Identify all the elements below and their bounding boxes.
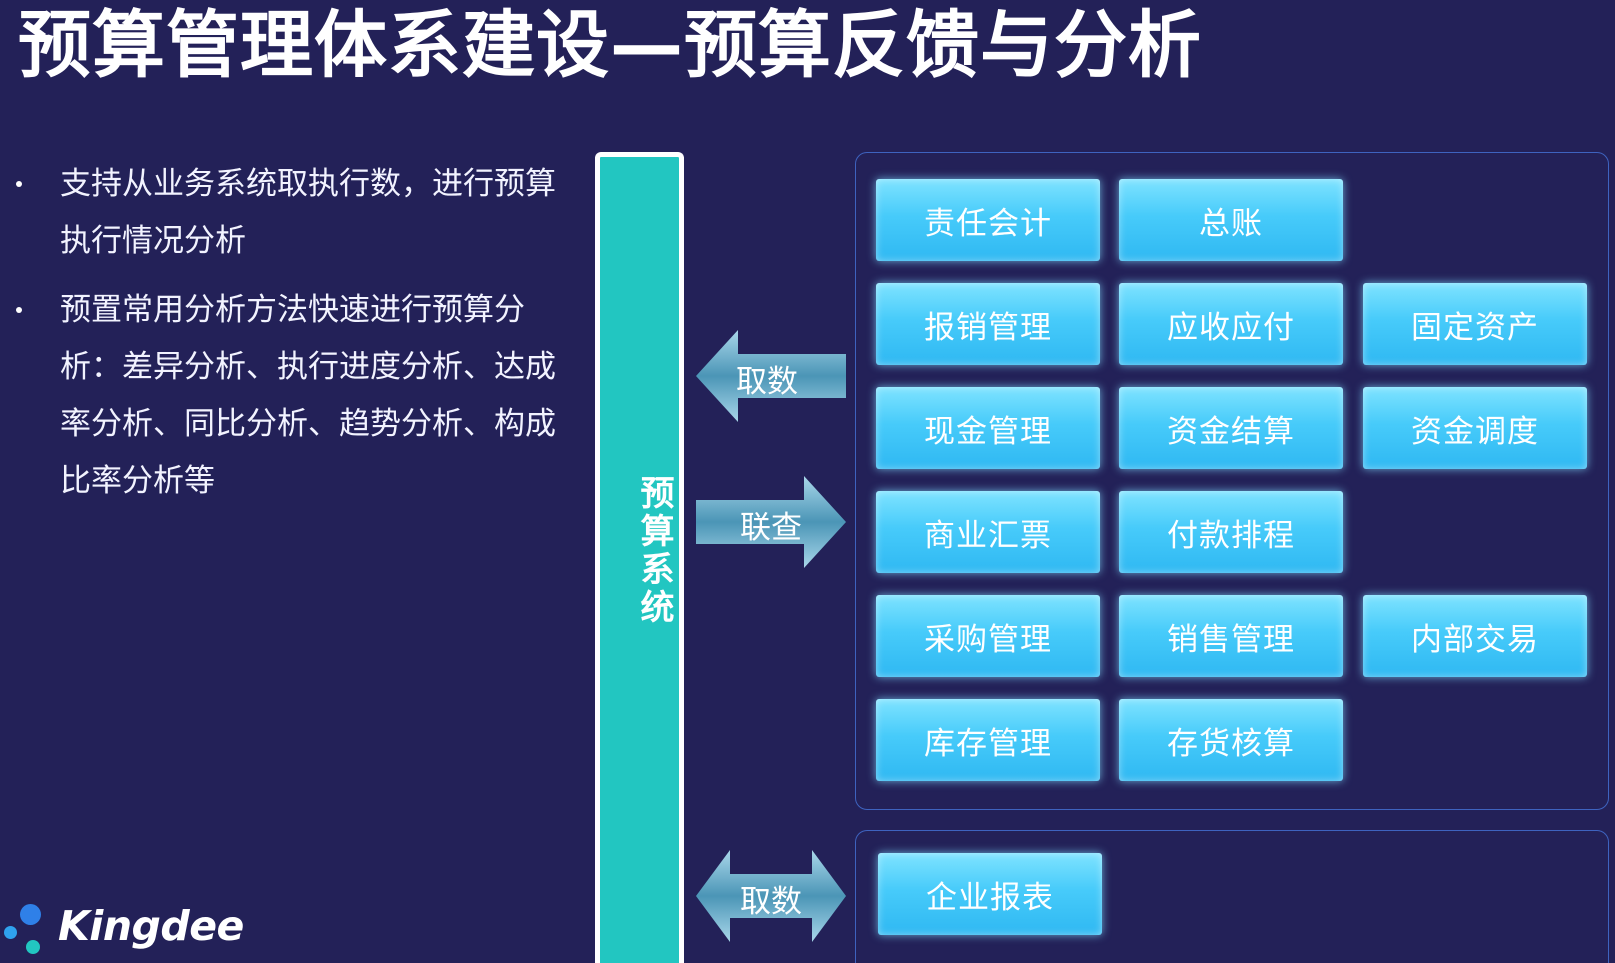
- double-arrow-icon: [696, 850, 846, 942]
- budget-system-label: 预算系统: [634, 475, 674, 627]
- fetch-arrow-double: 取数: [696, 850, 846, 942]
- module-cash-management[interactable]: 现金管理: [876, 387, 1100, 469]
- module-receivable-payable[interactable]: 应收应付: [1119, 283, 1343, 365]
- left-arrow-icon: [696, 330, 846, 422]
- bullet-text: 预置常用分析方法快速进行预算分析：差异分析、执行进度分析、达成率分析、同比分析、…: [60, 292, 556, 499]
- module-expense-management[interactable]: 报销管理: [876, 283, 1100, 365]
- module-internal-transactions[interactable]: 内部交易: [1363, 595, 1587, 677]
- bullet-dot-icon: [16, 307, 22, 313]
- bullet-item: 支持从业务系统取执行数，进行预算执行情况分析: [0, 156, 560, 270]
- fetch-label: 取数: [740, 884, 802, 920]
- module-inventory-management[interactable]: 库存管理: [876, 699, 1100, 781]
- bullet-list: 支持从业务系统取执行数，进行预算执行情况分析 预置常用分析方法快速进行预算分析：…: [0, 156, 560, 522]
- module-commercial-bills[interactable]: 商业汇票: [876, 491, 1100, 573]
- module-enterprise-reports[interactable]: 企业报表: [878, 853, 1102, 935]
- module-responsibility-accounting[interactable]: 责任会计: [876, 179, 1100, 261]
- bullet-dot-icon: [16, 181, 22, 187]
- kingdee-logo: Kingdee: [0, 890, 244, 963]
- logo-dot-icon: [26, 940, 40, 954]
- module-fund-dispatch[interactable]: 资金调度: [1363, 387, 1587, 469]
- report-panel: [855, 830, 1609, 963]
- bullet-text: 支持从业务系统取执行数，进行预算执行情况分析: [60, 166, 556, 259]
- module-purchase-management[interactable]: 采购管理: [876, 595, 1100, 677]
- drill-arrow-right: 联查: [696, 476, 846, 568]
- logo-text: Kingdee: [58, 902, 244, 950]
- drill-label: 联查: [740, 510, 802, 546]
- budget-system-bar: 预算系统: [595, 152, 684, 963]
- fetch-label: 取数: [736, 364, 798, 400]
- right-arrow-icon: [696, 476, 846, 568]
- business-modules-panel: [855, 152, 1609, 810]
- module-sales-management[interactable]: 销售管理: [1119, 595, 1343, 677]
- module-general-ledger[interactable]: 总账: [1119, 179, 1343, 261]
- module-fixed-assets[interactable]: 固定资产: [1363, 283, 1587, 365]
- logo-dot-icon: [20, 904, 41, 925]
- bullet-item: 预置常用分析方法快速进行预算分析：差异分析、执行进度分析、达成率分析、同比分析、…: [0, 282, 560, 510]
- logo-dot-icon: [4, 926, 17, 939]
- module-payment-scheduling[interactable]: 付款排程: [1119, 491, 1343, 573]
- page-title: 预算管理体系建设—预算反馈与分析: [18, 3, 1202, 88]
- fetch-arrow-left: 取数: [696, 330, 846, 422]
- module-fund-settlement[interactable]: 资金结算: [1119, 387, 1343, 469]
- module-inventory-accounting[interactable]: 存货核算: [1119, 699, 1343, 781]
